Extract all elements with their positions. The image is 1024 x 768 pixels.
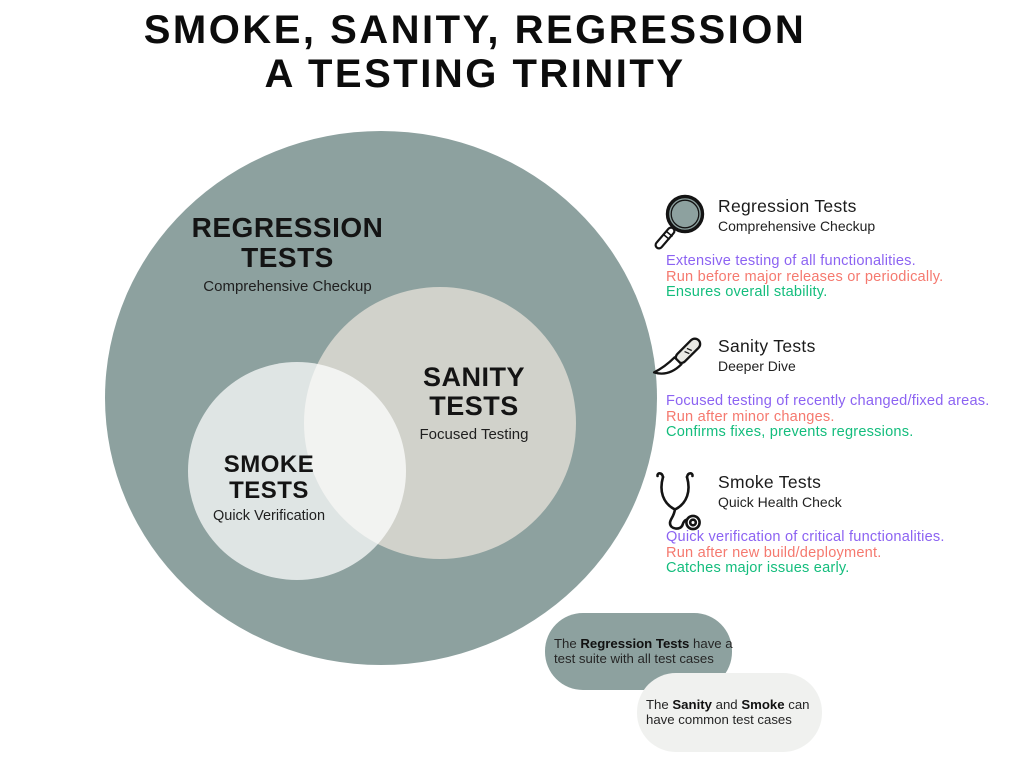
regression-label-subtitle: Comprehensive Checkup [203, 278, 372, 296]
legend-regression: Regression Tests Comprehensive Checkup E… [648, 190, 1024, 322]
description-line: Run after new build/deployment. [666, 544, 882, 561]
legend-regression-description: Extensive testing of all functionalities… [666, 253, 944, 301]
callout-common-note: The Sanity and Smoke can have common tes… [637, 673, 822, 752]
callout-text-segment: can [784, 697, 810, 712]
callout-line: The Sanity and Smoke can [646, 697, 810, 713]
callout-bold-segment: Regression Tests [580, 636, 690, 651]
callout-text-segment: and [711, 697, 742, 712]
description-line: Run after minor changes. [666, 408, 835, 425]
legend-regression-subtitle: Comprehensive Checkup [718, 218, 876, 234]
description-line: Extensive testing of all functionalities… [666, 253, 916, 269]
page-title: SMOKE, SANITY, REGRESSION A TESTING TRIN… [0, 8, 950, 96]
callout-bold-segment: Sanity [672, 697, 712, 712]
regression-label-line1: REGRESSION [191, 212, 384, 243]
sanity-circle-label: SANITY TESTS Focused Testing [379, 362, 569, 444]
title-line-1: SMOKE, SANITY, REGRESSION [143, 8, 807, 52]
legend-sanity-subtitle: Deeper Dive [718, 358, 796, 374]
smoke-label-line1: SMOKE [223, 451, 315, 478]
legend-sanity-description: Focused testing of recently changed/fixe… [666, 393, 990, 441]
description-line: Run before major releases or periodicall… [666, 268, 944, 285]
magnifier-icon [650, 190, 712, 254]
smoke-label-line2: TESTS [229, 476, 309, 504]
sanity-label-line1: SANITY [422, 362, 525, 392]
legend-sanity-title: Sanity Tests [718, 336, 816, 356]
callout-line: The Regression Tests have a [554, 636, 733, 652]
callout-text-segment: The [554, 636, 581, 651]
title-line-2: A TESTING TRINITY [264, 52, 686, 96]
callout-text-segment: The [646, 697, 673, 712]
legend-sanity: Sanity Tests Deeper Dive Focused testing… [648, 330, 1024, 462]
description-line: Confirms fixes, prevents regressions. [666, 424, 914, 441]
legend-smoke: Smoke Tests Quick Health Check Quick ver… [648, 466, 1024, 598]
callout-line: test suite with all test cases [554, 650, 714, 666]
stethoscope-icon [650, 466, 712, 531]
callout-line: have common test cases [646, 711, 792, 727]
description-line: Catches major issues early. [666, 560, 850, 577]
legend-smoke-description: Quick verification of critical functiona… [666, 529, 945, 577]
regression-label-line2: TESTS [241, 242, 334, 274]
smoke-circle [188, 362, 406, 580]
callout-bold-segment: Smoke [741, 697, 785, 712]
legend-smoke-title: Smoke Tests [718, 472, 822, 492]
callout-regression-text: The Regression Tests have a test suite w… [545, 636, 733, 666]
description-line: Focused testing of recently changed/fixe… [666, 393, 990, 409]
scalpel-icon [650, 330, 712, 394]
sanity-label-line2: TESTS [429, 391, 519, 422]
regression-circle-label: REGRESSION TESTS Comprehensive Checkup [170, 212, 405, 296]
callout-common-text: The Sanity and Smoke can have common tes… [637, 697, 810, 727]
description-line: Quick verification of critical functiona… [666, 529, 945, 545]
description-line: Ensures overall stability. [666, 284, 828, 301]
legend-regression-title: Regression Tests [718, 196, 857, 216]
smoke-label-subtitle: Quick Verification [212, 507, 326, 524]
legend-smoke-subtitle: Quick Health Check [718, 494, 842, 510]
sanity-label-subtitle: Focused Testing [419, 426, 529, 444]
callout-text-segment: have a [689, 636, 733, 651]
smoke-circle-label: SMOKE TESTS Quick Verification [184, 452, 354, 524]
